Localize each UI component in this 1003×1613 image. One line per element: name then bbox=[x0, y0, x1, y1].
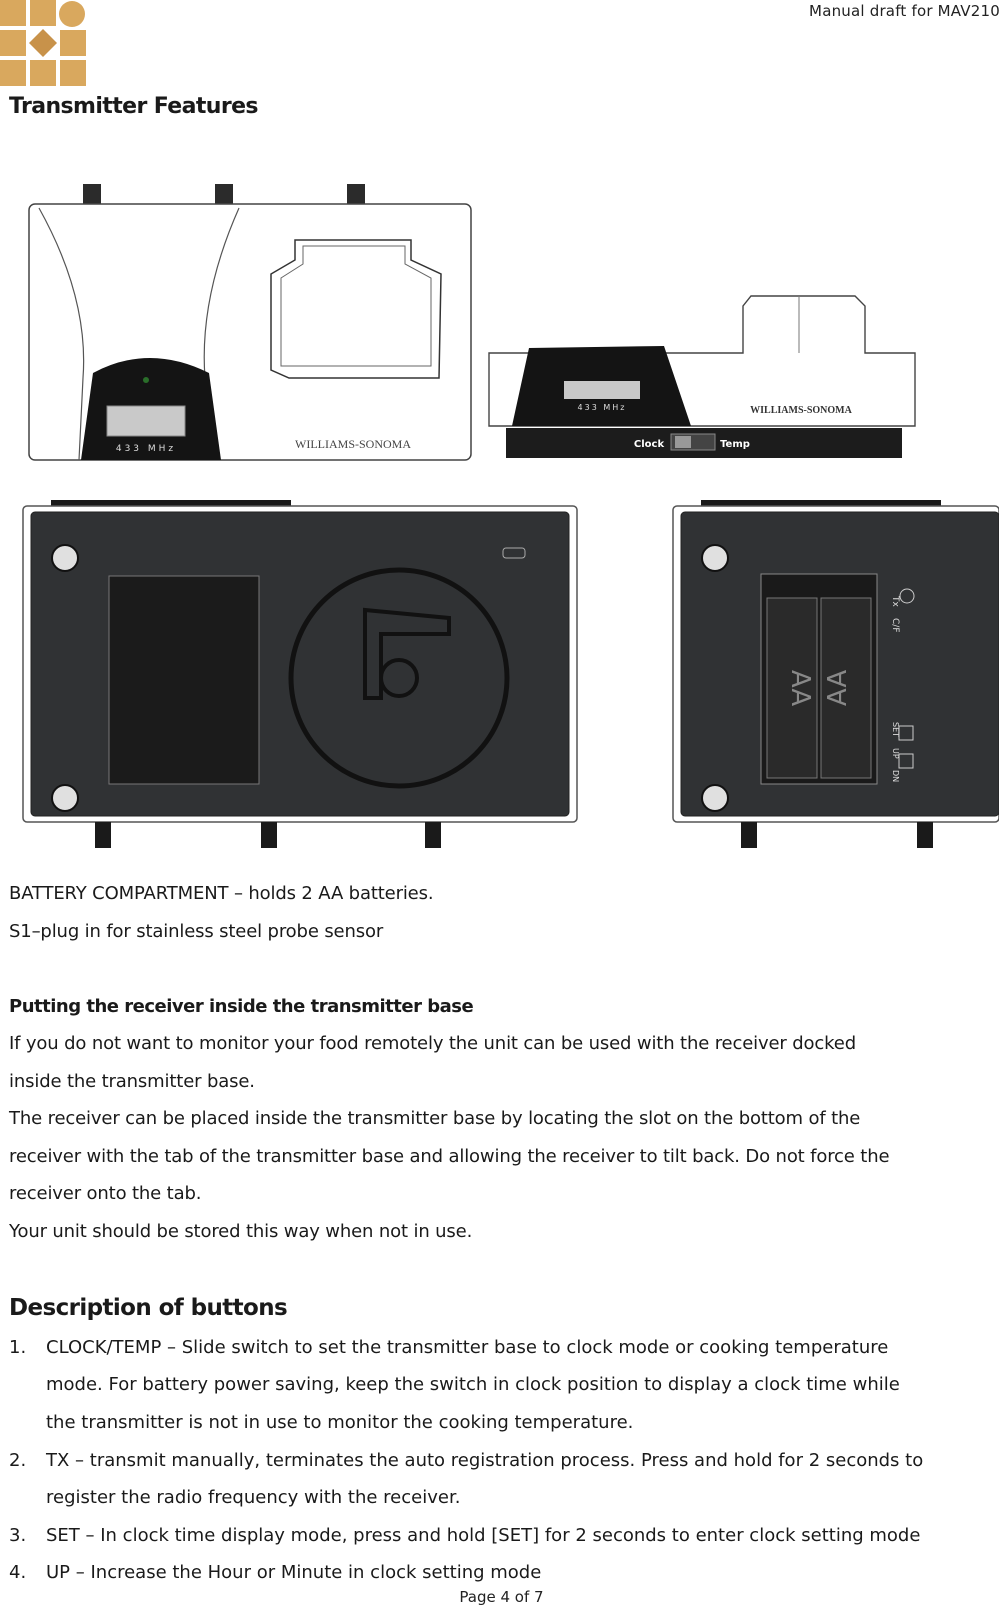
receiver-line: inside the transmitter base. bbox=[9, 1071, 255, 1092]
feature-s1: S1–plug in for stainless steel probe sen… bbox=[9, 921, 384, 942]
switch-clock-label: Clock bbox=[634, 439, 665, 450]
front-frequency-label: 433 MHz bbox=[116, 444, 176, 454]
list-item: 4. UP – Increase the Hour or Minute in c… bbox=[9, 1554, 1003, 1591]
header-doc-title: Manual draft for MAV210 bbox=[809, 2, 1000, 20]
section-title: Transmitter Features bbox=[9, 94, 259, 119]
port-label-cf: C/F bbox=[890, 618, 900, 633]
side-brand-label: WILLIAMS-SONOMA bbox=[750, 405, 852, 416]
list-number: 2. bbox=[9, 1450, 27, 1471]
company-logo bbox=[0, 0, 86, 86]
list-line: UP – Increase the Hour or Minute in cloc… bbox=[46, 1562, 542, 1583]
side-frequency-label: 433 MHz bbox=[578, 403, 627, 412]
list-number: 4. bbox=[9, 1562, 27, 1583]
transmitter-illustration: 433 MHz WILLIAMS-SONOMA 433 MHz WILLIAMS… bbox=[22, 184, 999, 848]
receiver-line: If you do not want to monitor your food … bbox=[9, 1033, 856, 1054]
battery-view: AA AA Tx C/F SET UP DN bbox=[672, 500, 999, 848]
list-number: 1. bbox=[9, 1337, 27, 1358]
receiver-line: The receiver can be placed inside the tr… bbox=[9, 1108, 861, 1129]
feature-battery: BATTERY COMPARTMENT – holds 2 AA batteri… bbox=[9, 883, 434, 904]
battery-right-label: AA bbox=[823, 670, 853, 707]
front-brand-label: WILLIAMS-SONOMA bbox=[295, 437, 411, 451]
buttons-heading: Description of buttons bbox=[9, 1295, 288, 1321]
bottom-view bbox=[22, 500, 578, 848]
list-line: CLOCK/TEMP – Slide switch to set the tra… bbox=[46, 1337, 889, 1358]
battery-left-label: AA bbox=[785, 670, 815, 707]
port-label-set: SET bbox=[891, 722, 900, 737]
page-number: Page 4 of 7 bbox=[459, 1588, 544, 1606]
list-line: TX – transmit manually, terminates the a… bbox=[46, 1450, 924, 1471]
list-line: mode. For battery power saving, keep the… bbox=[46, 1374, 900, 1395]
receiver-line: receiver with the tab of the transmitter… bbox=[9, 1146, 890, 1167]
receiver-line: Your unit should be stored this way when… bbox=[9, 1221, 473, 1242]
list-line: SET – In clock time display mode, press … bbox=[46, 1525, 921, 1546]
receiver-line: receiver onto the tab. bbox=[9, 1183, 202, 1204]
switch-temp-label: Temp bbox=[720, 439, 750, 450]
port-label-dn: DN bbox=[891, 770, 900, 782]
list-line: register the radio frequency with the re… bbox=[46, 1487, 461, 1508]
port-label-up: UP bbox=[891, 748, 900, 759]
front-view: 433 MHz WILLIAMS-SONOMA bbox=[28, 184, 472, 461]
list-item: 1. CLOCK/TEMP – Slide switch to set the … bbox=[9, 1329, 1003, 1442]
list-number: 3. bbox=[9, 1525, 27, 1546]
list-line: the transmitter is not in use to monitor… bbox=[46, 1412, 634, 1433]
list-item: 3. SET – In clock time display mode, pre… bbox=[9, 1517, 1003, 1554]
port-label-tx: Tx bbox=[890, 595, 900, 607]
list-item: 2. TX – transmit manually, terminates th… bbox=[9, 1442, 1003, 1517]
side-view: 433 MHz WILLIAMS-SONOMA Clock Temp bbox=[488, 295, 916, 458]
receiver-heading: Putting the receiver inside the transmit… bbox=[9, 996, 474, 1017]
